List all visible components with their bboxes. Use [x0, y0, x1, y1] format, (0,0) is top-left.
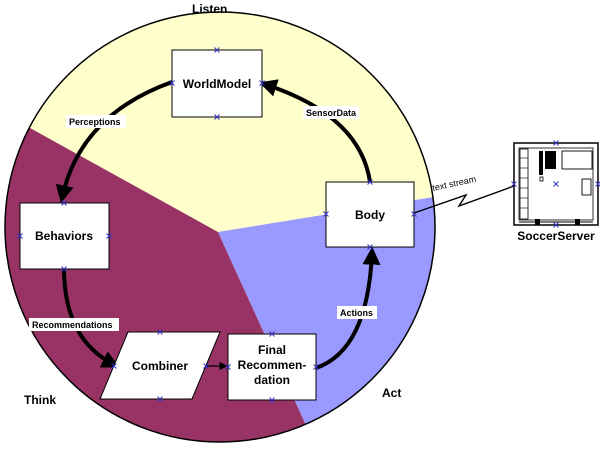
final-label-line2: Recommen- — [238, 358, 307, 372]
think-label: Think — [24, 393, 56, 407]
behaviors-node: Behaviors — [18, 201, 112, 272]
perceptions-label-group: Perceptions — [66, 115, 126, 128]
act-label: Act — [382, 386, 401, 400]
sensordata-label: SensorData — [306, 108, 357, 118]
perceptions-label: Perceptions — [69, 117, 121, 127]
worldmodel-label: WorldModel — [183, 77, 251, 91]
worldmodel-node: WorldModel — [170, 48, 265, 120]
actions-label-group: Actions — [337, 306, 377, 319]
recommendations-label-group: Recommendations — [29, 318, 119, 331]
actions-label: Actions — [340, 308, 373, 318]
body-node: Body — [324, 180, 417, 250]
soccerserver-node: SoccerServer — [512, 141, 600, 244]
final-recommendation-node: Final Recommen- dation — [226, 332, 319, 403]
sensordata-label-group: SensorData — [303, 106, 359, 119]
soccerserver-label: SoccerServer — [517, 229, 595, 243]
final-label-line3: dation — [254, 373, 290, 387]
body-label: Body — [355, 208, 385, 222]
behaviors-label: Behaviors — [35, 229, 93, 243]
combiner-label: Combiner — [132, 359, 188, 373]
server-computer-icon — [512, 141, 600, 228]
final-label-line1: Final — [258, 343, 286, 357]
text-stream-label: text stream — [431, 174, 477, 193]
recommendations-label: Recommendations — [32, 320, 113, 330]
listen-label: Listen — [192, 2, 227, 16]
